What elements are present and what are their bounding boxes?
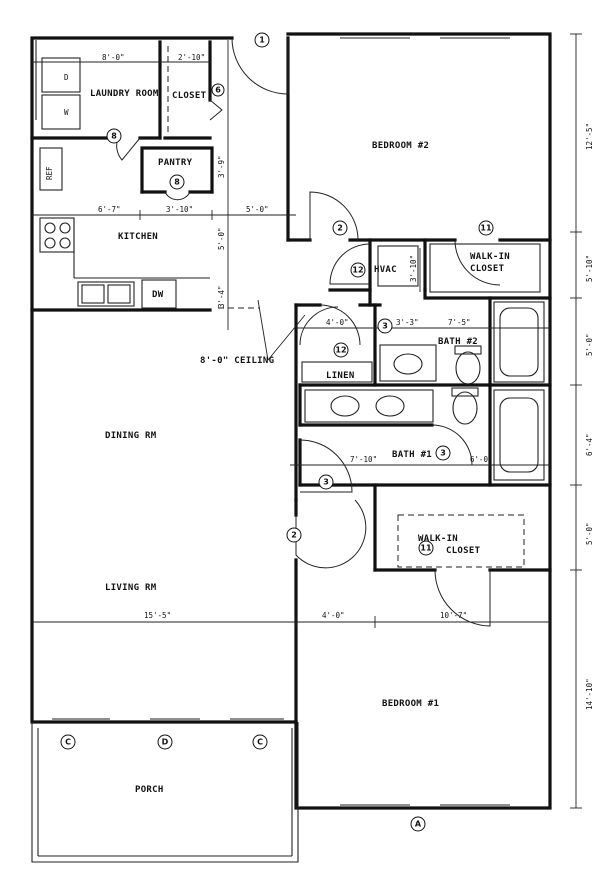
dim-hall-living: 4'-0" xyxy=(322,611,345,620)
bath2-tub xyxy=(493,301,545,383)
dim-hvac-height: 3'-10" xyxy=(409,255,418,282)
tag-6: 6 xyxy=(215,86,221,95)
dim-closet-width: 2'-10" xyxy=(178,53,205,62)
tag-3-bath2: 3 xyxy=(382,322,388,331)
refrigerator-label: REF xyxy=(45,166,54,180)
tag-c-left: C xyxy=(65,738,71,747)
living-room-label: LIVING RM xyxy=(105,583,157,593)
tag-11-bottom: 11 xyxy=(420,544,432,553)
tag-a: A xyxy=(415,820,422,829)
walk-in-top-label: WALK-IN xyxy=(470,252,510,262)
exterior-walls xyxy=(30,32,552,863)
ceiling-note: 8'-0" CEILING xyxy=(200,356,274,366)
laundry-room-label: LAUNDRY ROOM xyxy=(90,89,159,99)
dryer-label: D xyxy=(64,73,69,82)
tag-2-bedroom: 2 xyxy=(337,224,343,233)
walk-in-bottom-closet-label: CLOSET xyxy=(446,546,481,556)
dim-linen-width: 4'-0" xyxy=(326,318,349,327)
bedroom-2-label: BEDROOM #2 xyxy=(372,141,429,151)
dim-counter-height: 3'-4" xyxy=(217,285,226,308)
pantry-label: PANTRY xyxy=(158,158,193,168)
tag-12-linen: 12 xyxy=(335,346,346,355)
bath-1-label: BATH #1 xyxy=(392,450,432,460)
dim-kitchen-a: 6'-7" xyxy=(98,205,121,214)
dimension-lines xyxy=(32,33,582,809)
porch-label: PORCH xyxy=(135,785,164,795)
dim-right-1: 12'-5" xyxy=(585,123,594,150)
dining-room-label: DINING RM xyxy=(105,431,157,441)
dim-pantry-height: 3'-9" xyxy=(217,155,226,178)
door-tags: 1 A C D C 2 2 3 3 3 6 8 8 11 11 12 12 xyxy=(60,32,494,832)
washer xyxy=(41,57,81,93)
closet-label: CLOSET xyxy=(172,91,207,101)
tag-8-laundry: 8 xyxy=(111,132,117,141)
washer-label: W xyxy=(64,108,69,117)
hvac-label: HVAC xyxy=(374,265,397,275)
bath-2-label: BATH #2 xyxy=(438,337,478,347)
dim-living-width: 15'-5" xyxy=(144,611,171,620)
kitchen-sink xyxy=(77,281,135,307)
bath2-vanity xyxy=(379,344,437,382)
dishwasher-label: DW xyxy=(152,290,164,300)
interior-walls xyxy=(30,40,552,572)
dim-hall-width: 3'-3" xyxy=(396,318,419,327)
tag-c-right: C xyxy=(257,738,263,747)
tag-3-hall: 3 xyxy=(323,478,329,487)
tag-2-hall: 2 xyxy=(291,531,297,540)
dim-bath2-width: 7'-5" xyxy=(448,318,471,327)
bath1-vanity xyxy=(304,389,434,423)
dim-bath1-width: 7'-10" xyxy=(350,455,377,464)
room-labels: LAUNDRY ROOM CLOSET PANTRY KITCHEN DININ… xyxy=(90,89,510,795)
dim-bedroom1-width: 10'-7" xyxy=(440,611,467,620)
walk-in-bottom-label: WALK-IN xyxy=(418,534,458,544)
walk-in-top-closet-label: CLOSET xyxy=(470,264,505,274)
bedroom-1-label: BEDROOM #1 xyxy=(382,699,439,709)
dim-bath1-tub: 6'-0" xyxy=(470,455,493,464)
dim-right-6: 14'-10" xyxy=(585,678,594,710)
dishwasher xyxy=(141,279,177,309)
dim-kitchen-c: 5'-0" xyxy=(246,205,269,214)
tag-d: D xyxy=(162,738,169,747)
tag-11-top: 11 xyxy=(480,224,492,233)
dim-right-2: 5'-10" xyxy=(585,255,594,282)
dim-kitchen-b: 3'-10" xyxy=(166,205,193,214)
dim-right-5: 5'-0" xyxy=(585,522,594,545)
dim-right-3: 5'-0" xyxy=(585,333,594,356)
dimension-labels: 8'-0" 2'-10" 6'-7" 3'-10" 5'-0" 3'-9" 5'… xyxy=(98,53,594,710)
tag-8-pantry: 8 xyxy=(174,178,180,187)
tag-1: 1 xyxy=(259,36,265,45)
dim-right-4: 6'-4" xyxy=(585,433,594,456)
refrigerator xyxy=(39,147,63,191)
tag-3-bath1: 3 xyxy=(440,449,446,458)
tag-12-hvac: 12 xyxy=(352,266,363,275)
linen-label: LINEN xyxy=(326,371,355,381)
kitchen-label: KITCHEN xyxy=(118,232,158,242)
doors xyxy=(116,37,501,627)
dryer xyxy=(41,94,81,130)
dim-kitchen-height: 5'-0" xyxy=(217,227,226,250)
appliance-labels: W D REF DW xyxy=(45,73,164,300)
dim-laundry-width: 8'-0" xyxy=(102,53,125,62)
fixtures xyxy=(39,46,545,568)
